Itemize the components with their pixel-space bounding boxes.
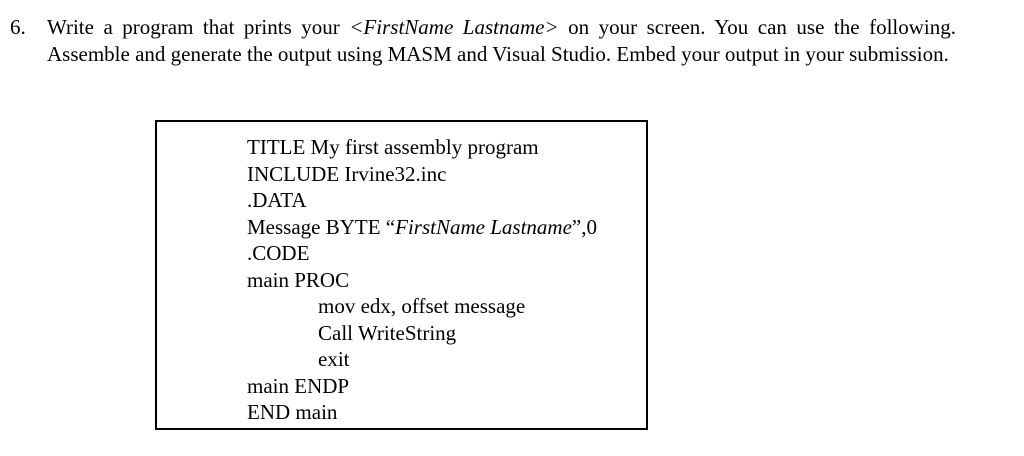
question-text-part-1: Write a program that prints your	[47, 15, 350, 39]
code-line: exit	[318, 347, 350, 371]
code-line: END main	[247, 400, 338, 424]
code-listing-box: TITLE My first assembly program INCLUDE …	[155, 120, 648, 430]
code-message-prefix: Message BYTE “	[247, 214, 396, 239]
question-placeholder-name: <FirstName Lastname>	[349, 15, 559, 39]
code-message-suffix: ”,0	[571, 214, 597, 239]
code-line: INCLUDE Irvine32.inc	[247, 161, 447, 186]
code-line: .DATA	[247, 188, 307, 212]
code-line: main PROC	[247, 267, 350, 292]
code-listing: TITLE My first assembly program INCLUDE …	[247, 134, 597, 426]
code-line: Call WriteString	[318, 320, 457, 345]
question-block: 6. Write a program that prints your <Fir…	[10, 14, 956, 68]
code-message-placeholder: FirstName Lastname	[395, 214, 572, 239]
code-line: .CODE	[247, 241, 310, 265]
code-line: mov edx, offset message	[318, 294, 526, 318]
code-line: TITLE My first assembly program	[247, 135, 539, 159]
code-line-message: Message BYTE “FirstName Lastname”,0	[247, 214, 597, 241]
question-text: Write a program that prints your <FirstN…	[47, 14, 956, 68]
code-line: main ENDP	[247, 373, 350, 398]
question-number: 6.	[10, 15, 26, 39]
question-text-part-2: on your screen. You can use the followin…	[47, 15, 956, 66]
